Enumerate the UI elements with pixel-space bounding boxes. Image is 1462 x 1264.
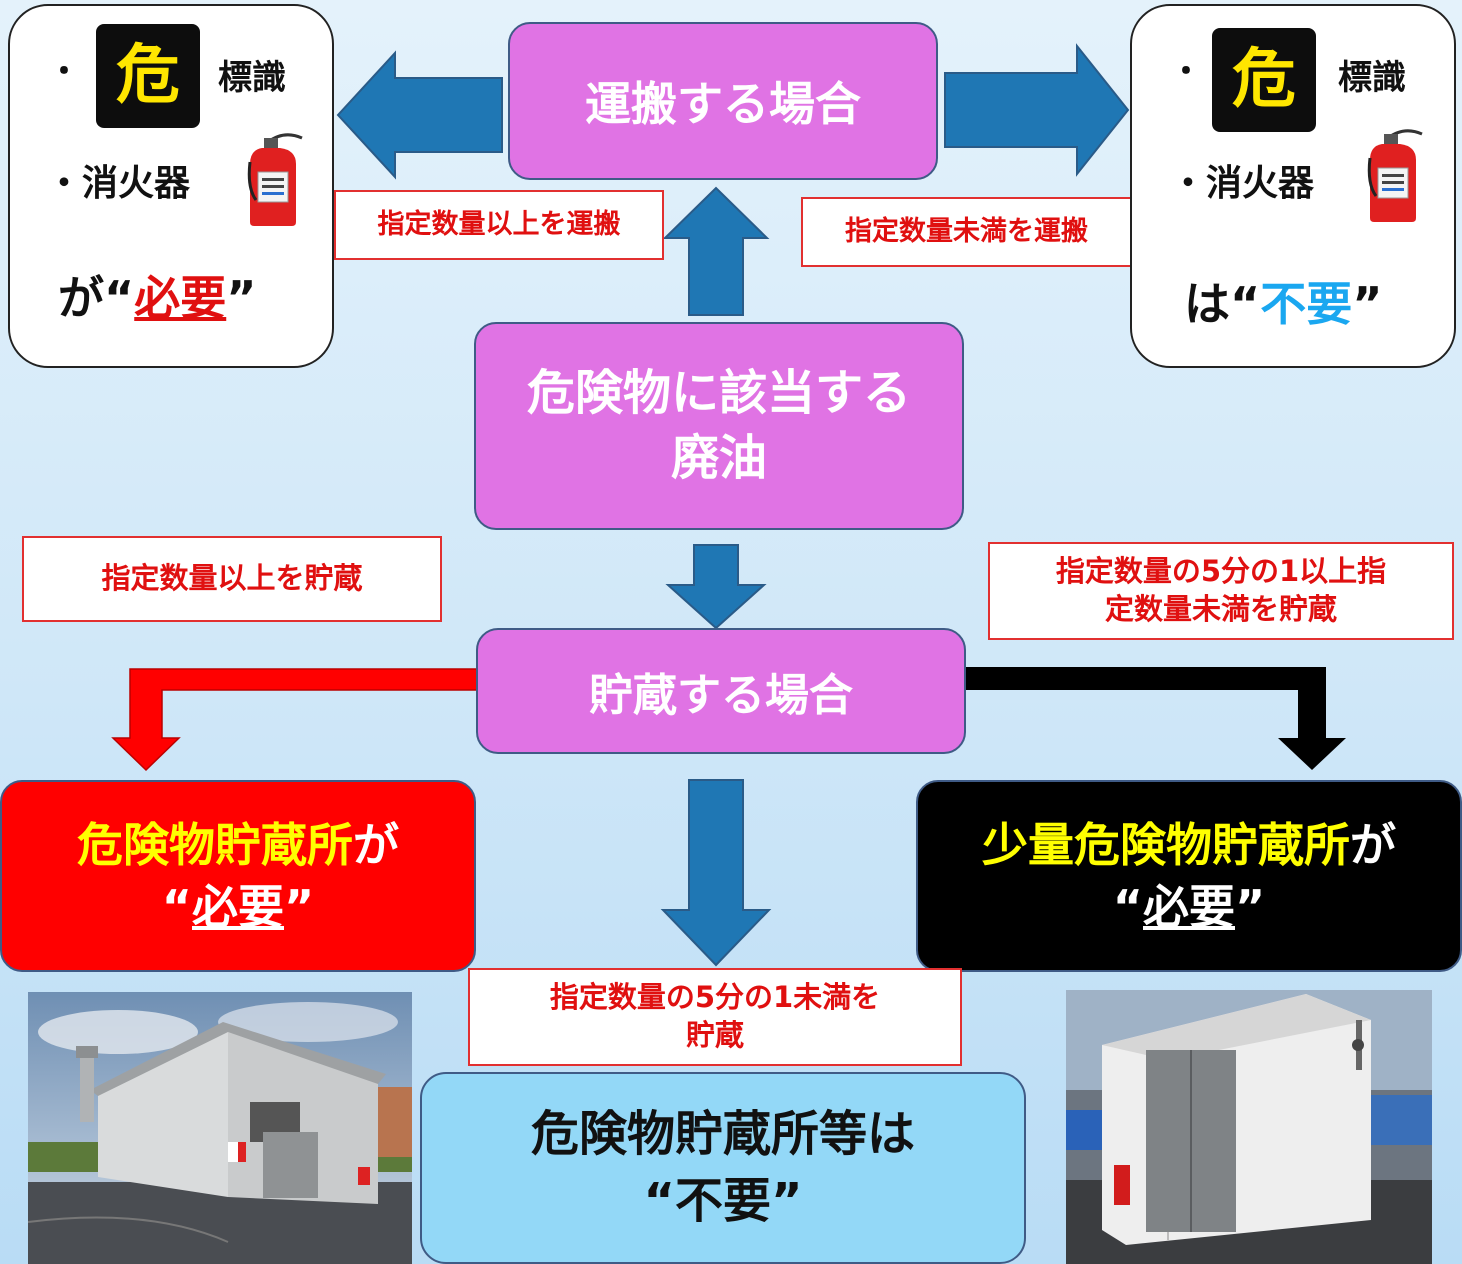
label-storage-over: 指定数量以上を貯蔵 bbox=[22, 536, 442, 622]
red-result-word: 必要 bbox=[192, 880, 284, 934]
bottom-result-line-2: “不要” bbox=[643, 1173, 803, 1229]
black-result-word: 必要 bbox=[1143, 880, 1235, 934]
center-line-1: 危険物に該当する bbox=[526, 365, 911, 422]
black-result-main: 少量危険物貯蔵所 bbox=[982, 817, 1350, 872]
storage-case-box: 貯蔵する場合 bbox=[476, 628, 966, 754]
arrow-up-to-transport bbox=[662, 186, 770, 316]
hazardous-waste-oil-box: 危険物に該当する 廃油 bbox=[474, 322, 964, 530]
storage-not-required-box: 危険物貯蔵所等は “不要” bbox=[420, 1072, 1026, 1264]
label-storage-fifth-line-2: 定数量未満を貯蔵 bbox=[1104, 592, 1337, 626]
right-sign-label: 標識 bbox=[1338, 58, 1406, 98]
fire-extinguisher-icon bbox=[1367, 129, 1423, 222]
red-result-close: ” bbox=[284, 880, 315, 934]
arrow-down-to-storage bbox=[665, 544, 767, 630]
storage-case-title: 貯蔵する場合 bbox=[589, 670, 853, 721]
label-storage-under-fifth: 指定数量の5分の1未満を 貯蔵 bbox=[468, 968, 962, 1066]
left-requirement-box: ・ 危 標識 ・消火器 が“必要” bbox=[8, 4, 334, 368]
hazmat-warehouse-photo bbox=[28, 992, 412, 1264]
left-sign-char: 危 bbox=[116, 39, 180, 113]
right-result-line: は“不要” bbox=[1184, 268, 1382, 334]
right-result-word: 不要 bbox=[1260, 277, 1353, 331]
label-transport-over-text: 指定数量以上を運搬 bbox=[377, 209, 621, 241]
label-storage-over-text: 指定数量以上を貯蔵 bbox=[101, 561, 363, 596]
black-result-line-2: “必要” bbox=[1113, 876, 1265, 938]
label-transport-under-text: 指定数量未満を運搬 bbox=[845, 216, 1088, 248]
label-storage-under-line-1: 指定数量の5分の1未満を bbox=[549, 980, 881, 1015]
black-result-line-1: 少量危険物貯蔵所が bbox=[982, 814, 1396, 876]
left-extinguisher-label: ・消火器 bbox=[46, 163, 191, 204]
label-storage-fifth-or-more: 指定数量の5分の1以上指 定数量未満を貯蔵 bbox=[988, 542, 1454, 640]
transport-case-box: 運搬する場合 bbox=[508, 22, 938, 180]
center-line-2: 廃油 bbox=[670, 430, 767, 486]
right-extinguisher-label: ・消火器 bbox=[1170, 163, 1315, 204]
transport-case-title: 運搬する場合 bbox=[585, 77, 861, 131]
bottom-result-line-1: 危険物貯蔵所等は bbox=[530, 1105, 915, 1162]
left-bullet: ・ bbox=[48, 52, 81, 90]
left-result-prefix: が“ bbox=[58, 271, 135, 325]
red-result-tail: が bbox=[353, 817, 399, 872]
danger-sign-icon: 危 bbox=[96, 24, 200, 128]
right-sign-char: 危 bbox=[1232, 43, 1296, 117]
arrow-left-transport bbox=[336, 50, 503, 180]
black-result-open: “ bbox=[1112, 880, 1143, 934]
arrow-right-transport bbox=[944, 43, 1130, 177]
label-storage-fifth-line-1: 指定数量の5分の1以上指 bbox=[1055, 554, 1387, 589]
left-result-suffix: ” bbox=[226, 271, 257, 325]
red-result-main: 危険物貯蔵所 bbox=[77, 817, 353, 872]
black-result-close: ” bbox=[1235, 880, 1266, 934]
left-result-line: が“必要” bbox=[58, 262, 256, 328]
left-sign-label: 標識 bbox=[218, 58, 286, 98]
label-transport-over: 指定数量以上を運搬 bbox=[334, 190, 664, 260]
red-result-open: “ bbox=[161, 880, 192, 934]
red-result-line-1: 危険物貯蔵所が bbox=[77, 814, 399, 876]
right-result-prefix: は“ bbox=[1184, 277, 1261, 331]
right-result-suffix: ” bbox=[1352, 277, 1383, 331]
hazmat-storage-required-box: 危険物貯蔵所が “必要” bbox=[0, 780, 476, 972]
black-result-tail: が bbox=[1350, 817, 1396, 872]
arrow-down-large bbox=[660, 779, 772, 967]
small-hazmat-storage-required-box: 少量危険物貯蔵所が “必要” bbox=[916, 780, 1462, 972]
small-hazmat-storage-photo bbox=[1066, 990, 1432, 1264]
right-bullet: ・ bbox=[1170, 52, 1203, 90]
left-result-word: 必要 bbox=[134, 271, 227, 325]
danger-sign-icon: 危 bbox=[1212, 28, 1316, 132]
red-result-line-2: “必要” bbox=[162, 876, 314, 938]
label-transport-under: 指定数量未満を運搬 bbox=[801, 197, 1132, 267]
arrow-red-elbow bbox=[111, 668, 479, 772]
arrow-black-elbow bbox=[966, 667, 1346, 770]
label-storage-under-line-2: 貯蔵 bbox=[685, 1018, 744, 1052]
right-requirement-box: ・ 危 標識 ・消火器 は“不要” bbox=[1130, 4, 1456, 368]
fire-extinguisher-icon bbox=[247, 133, 303, 226]
